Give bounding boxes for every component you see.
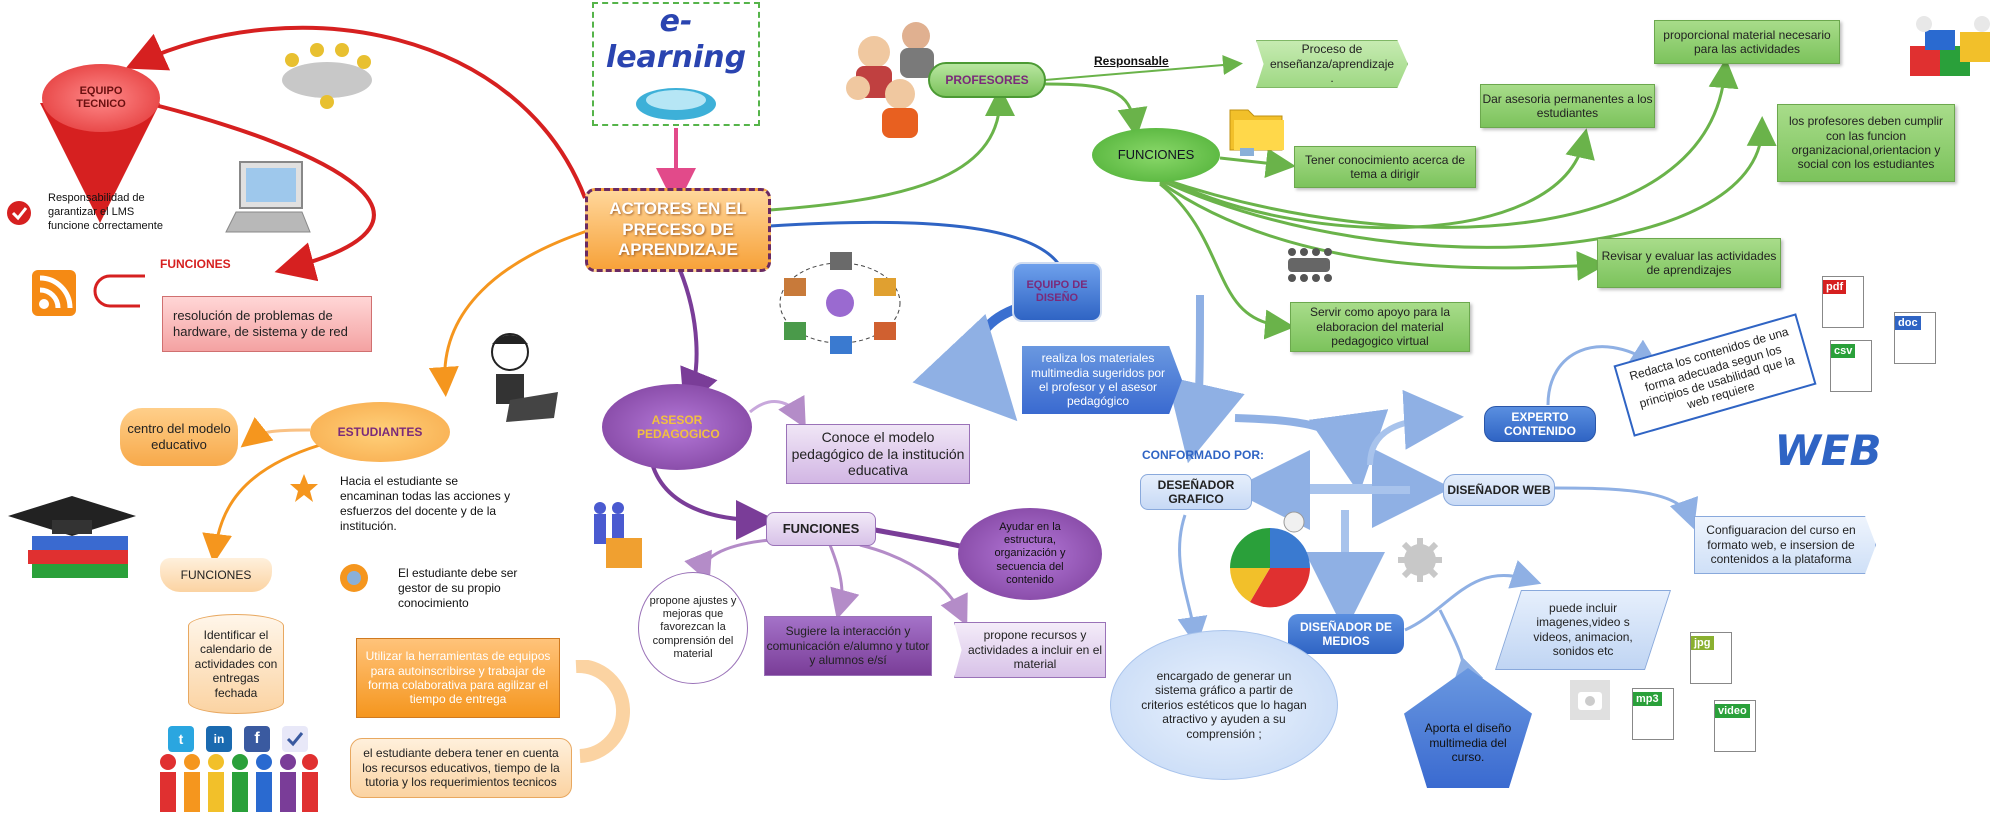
video-file-icon: video bbox=[1714, 700, 1756, 752]
identificar-cylinder: Identificar el calendario de actividades… bbox=[188, 614, 284, 714]
rss-icon bbox=[32, 270, 76, 316]
profesor-item-1: Tener conocimiento acerca de tema a diri… bbox=[1294, 146, 1476, 188]
line-to-funciones-tecnico bbox=[154, 103, 376, 282]
curved-orange-arrow-icon bbox=[575, 660, 630, 763]
encargado-cloud: encargado de generar un sistema gráfico … bbox=[1110, 630, 1338, 780]
realiza-box: realiza los materiales multimedia sugeri… bbox=[1022, 346, 1182, 414]
checkmark-icon bbox=[7, 201, 31, 225]
profesor-item-5: Revisar y evaluar las actividades de apr… bbox=[1597, 238, 1781, 288]
elearning-logo-text: e-learning bbox=[605, 4, 747, 75]
doc-file-icon: doc bbox=[1894, 312, 1936, 364]
responsabilidad-text: Responsabilidad de garantizar el LMS fun… bbox=[48, 192, 163, 232]
people-desk-icon bbox=[594, 502, 642, 568]
funciones-profesores-node[interactable]: FUNCIONES bbox=[1092, 128, 1220, 182]
line-to-equipo-tecnico bbox=[125, 25, 587, 199]
web-logo: WEB bbox=[1774, 425, 1882, 475]
csv-file-icon: csv bbox=[1830, 340, 1872, 392]
network-people-icon bbox=[779, 252, 901, 354]
puzzle-people-icon bbox=[1910, 16, 1990, 76]
conoce-box: Conoce el modelo pedagógico de la instit… bbox=[786, 424, 970, 484]
meeting-table-icon bbox=[282, 43, 372, 109]
proceso-box: Proceso de enseñanza/aprendizaje . bbox=[1256, 40, 1408, 88]
funciones-estudiantes-node[interactable]: FUNCIONES bbox=[160, 558, 272, 592]
profesor-item-3: proporcional material necesario para las… bbox=[1654, 20, 1840, 64]
central-topic[interactable]: ACTORES EN EL PRECESO DE APRENDIZAJE bbox=[585, 188, 771, 272]
student-laptop-icon bbox=[491, 333, 558, 422]
ayudar-cloud: Ayudar en la estructura, organización y … bbox=[958, 508, 1102, 600]
utilizar-box: Utilizar la herramientas de equipos para… bbox=[356, 638, 560, 718]
pdf-file-icon: pdf bbox=[1822, 276, 1864, 328]
funciones-tecnico-label: FUNCIONES bbox=[160, 257, 231, 271]
jpg-file-icon: jpg bbox=[1690, 632, 1732, 684]
puede-box: puede incluir imagenes,video s videos, a… bbox=[1495, 590, 1671, 670]
linkedin-icon: in bbox=[206, 726, 232, 752]
star-icon bbox=[290, 474, 318, 502]
mp3-file-icon: mp3 bbox=[1632, 688, 1674, 740]
profesores-node[interactable]: PROFESORES bbox=[928, 62, 1046, 98]
centro-box: centro del modelo educativo bbox=[120, 408, 238, 466]
asesor-pedagogico-node[interactable]: ASESOR PEDAGOGICO bbox=[602, 384, 752, 470]
configuracion-box: Configuaracion del curso en formato web,… bbox=[1694, 516, 1876, 574]
checklist-icon bbox=[282, 726, 308, 752]
twitter-icon: t bbox=[168, 726, 194, 752]
profesor-item-4: los profesores deben cumplir con las fun… bbox=[1777, 104, 1955, 182]
circle-bullet-icon bbox=[340, 564, 368, 592]
graduation-books-icon bbox=[8, 496, 136, 578]
funcion-tecnico-box: resolución de problemas de hardware, de … bbox=[162, 296, 372, 352]
disenador-medios-node[interactable]: DISEÑADOR DE MEDIOS bbox=[1288, 614, 1404, 654]
experto-contenido-node[interactable]: EXPERTO CONTENIDO bbox=[1484, 406, 1596, 442]
estudiantes-node[interactable]: ESTUDIANTES bbox=[310, 402, 450, 462]
teachers-group-icon bbox=[846, 22, 934, 138]
disenador-grafico-node[interactable]: DESEÑADOR GRAFICO bbox=[1140, 474, 1252, 510]
sugiere-box: Sugiere la interacción y comunicación e/… bbox=[764, 616, 932, 676]
disenador-web-node[interactable]: DISEÑADOR WEB bbox=[1443, 474, 1555, 506]
funciones-asesor-node[interactable]: FUNCIONES bbox=[766, 512, 876, 546]
debera-box: el estudiante debera tener en cuenta los… bbox=[350, 738, 572, 798]
gear-icon bbox=[1398, 538, 1442, 582]
equipo-diseno-node[interactable]: EQUIPO DE DISEÑO bbox=[1012, 262, 1102, 322]
propone-ajustes-circle: propone ajustes y mejoras que favorezcan… bbox=[638, 572, 748, 684]
laptop-icon bbox=[225, 161, 311, 233]
elearning-logo: e-learning bbox=[592, 2, 760, 126]
profesor-item-2: Dar asesoria permanentes a los estudiant… bbox=[1480, 84, 1655, 128]
pie-chart-person-icon bbox=[1230, 511, 1310, 608]
propone-recursos-box: propone recursos y actividades a incluir… bbox=[954, 622, 1106, 678]
responsable-label: Responsable bbox=[1094, 54, 1169, 68]
equipo-tecnico-node[interactable]: EQUIPO TECNICO bbox=[42, 64, 160, 132]
mouse-icon bbox=[636, 88, 716, 120]
folder-icon bbox=[1229, 109, 1284, 156]
curved-arrow-icon bbox=[93, 274, 145, 308]
facebook-icon: f bbox=[244, 726, 270, 752]
people-chain-icon bbox=[160, 754, 318, 812]
gestor-text: El estudiante debe ser gestor de su prop… bbox=[398, 566, 518, 610]
camera-icon bbox=[1570, 680, 1610, 720]
conformado-label: CONFORMADO POR: bbox=[1142, 448, 1264, 462]
hacia-text: Hacia el estudiante se encaminan todas l… bbox=[340, 474, 511, 533]
conference-table-icon bbox=[1288, 248, 1332, 282]
profesor-item-6: Servir como apoyo para la elaboracion de… bbox=[1290, 302, 1470, 352]
